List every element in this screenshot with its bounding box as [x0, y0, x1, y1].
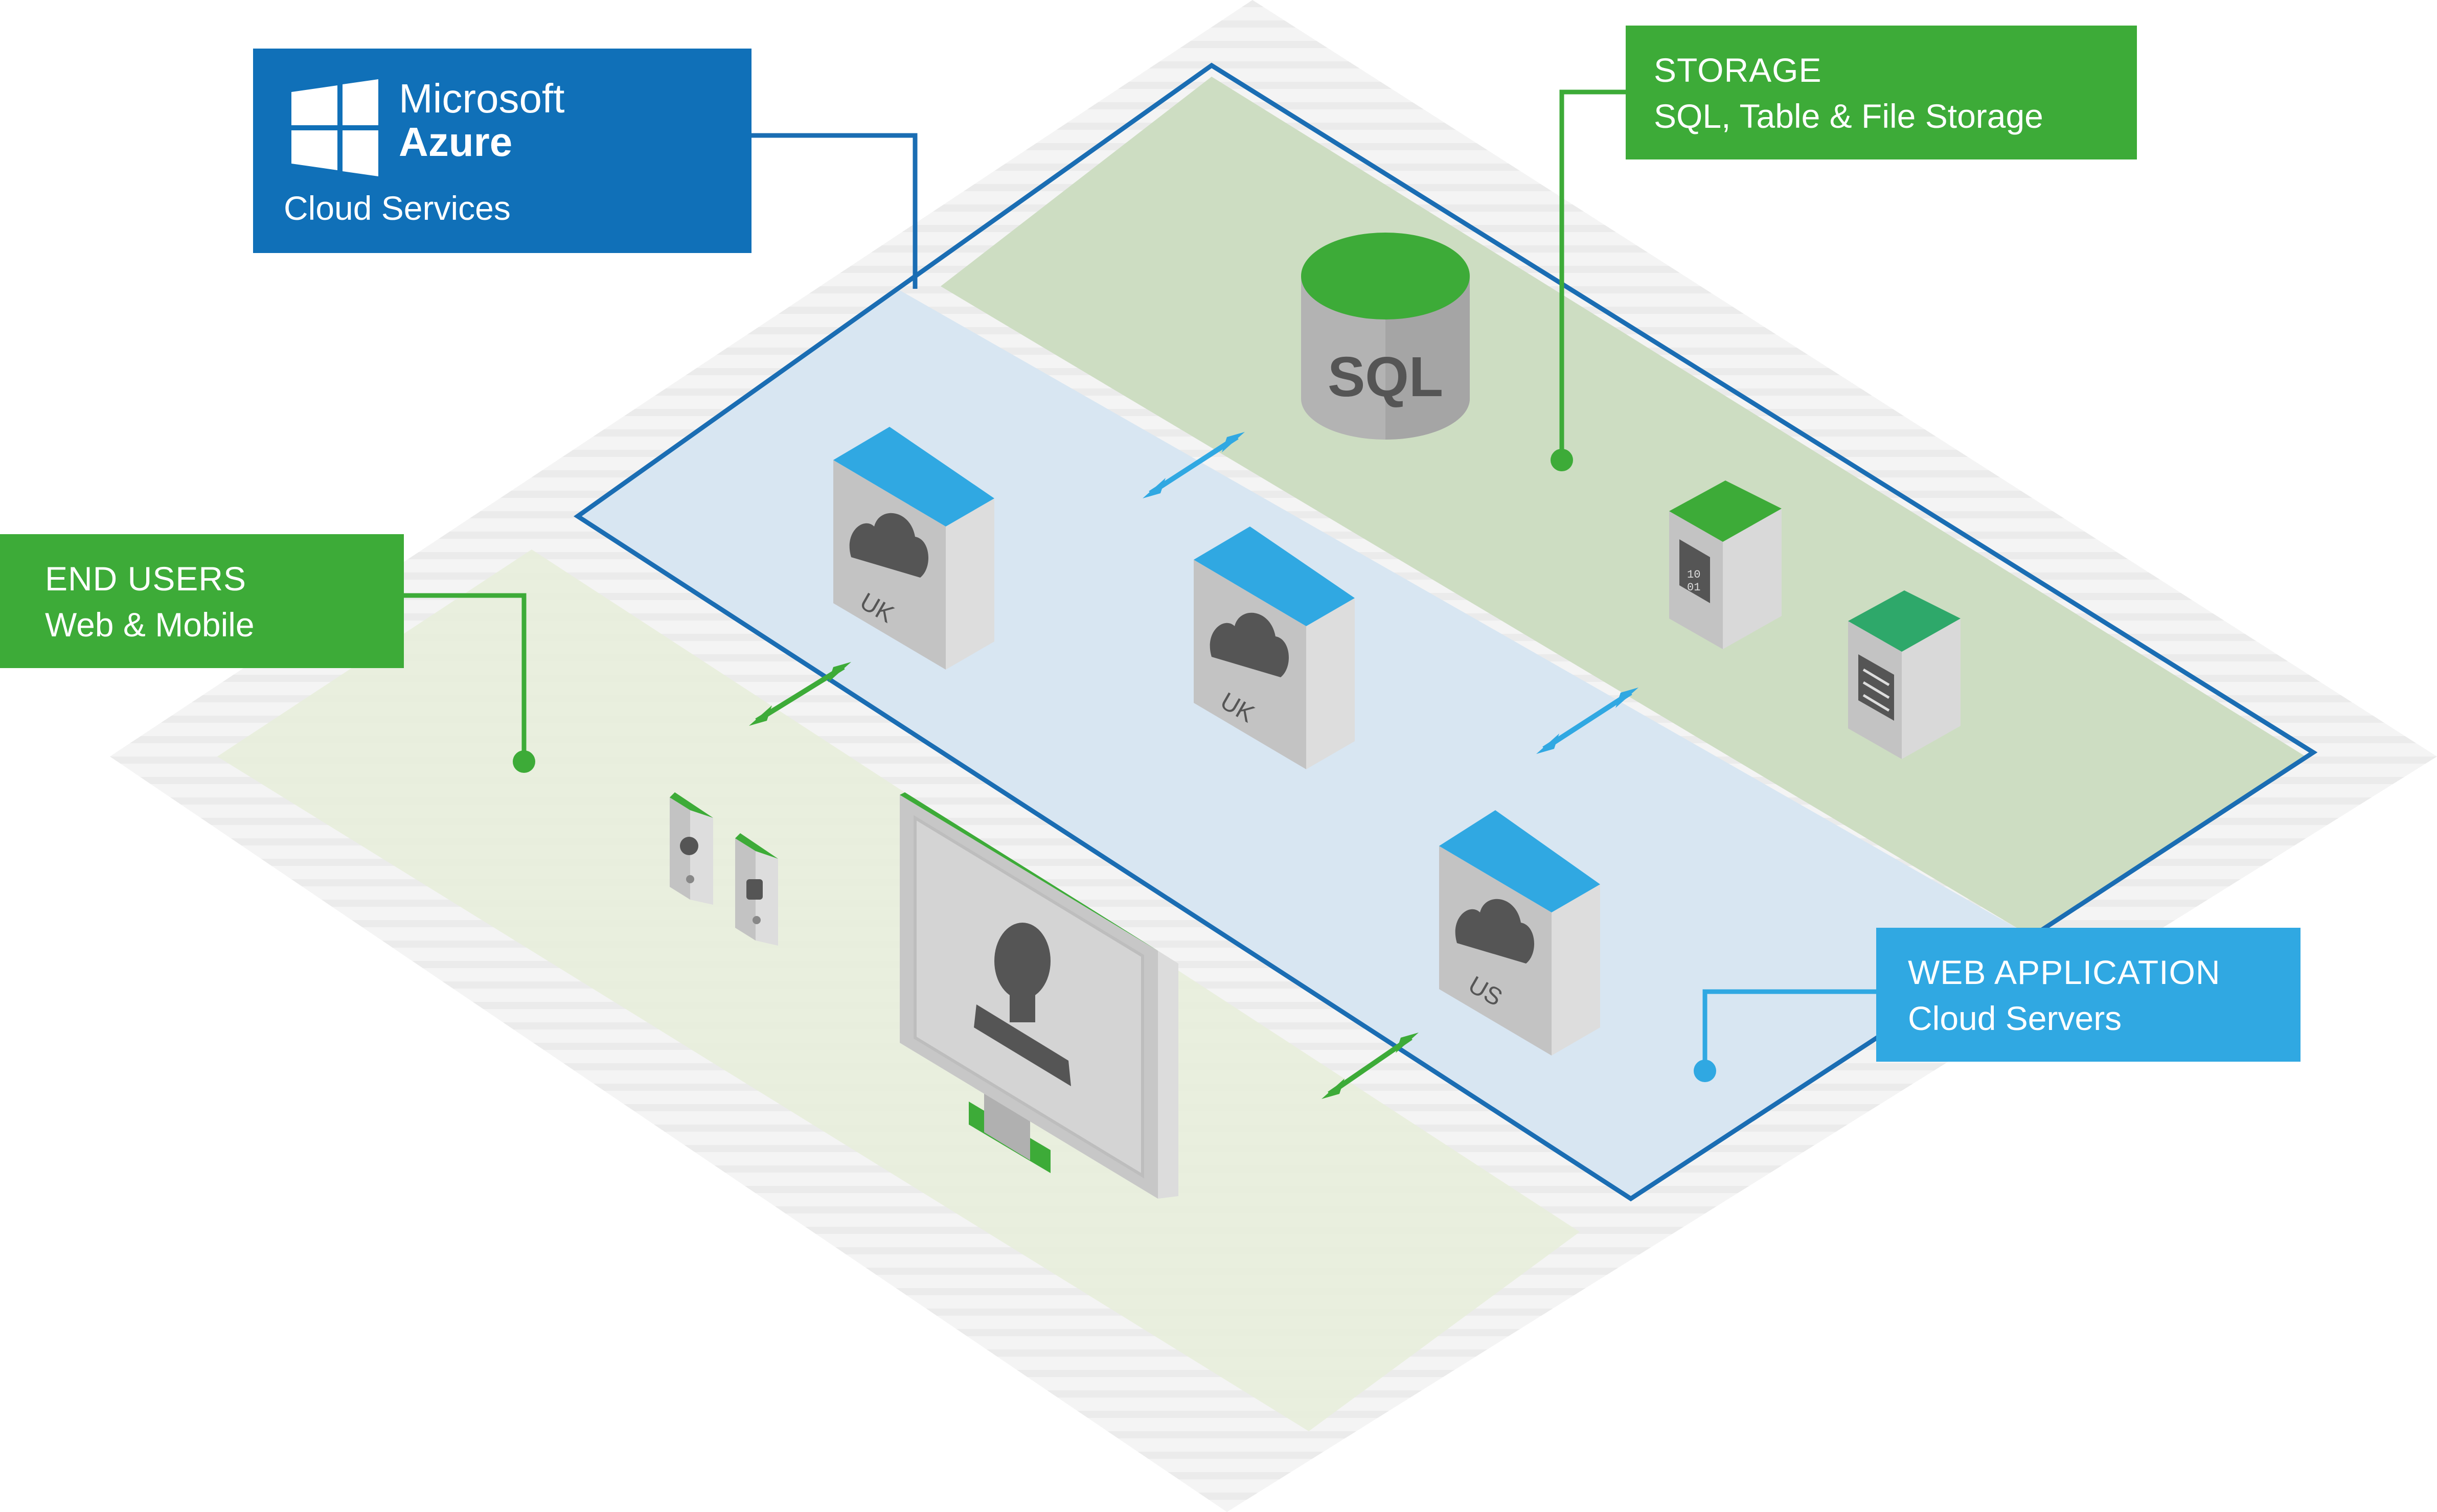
desktop-monitor — [900, 792, 1178, 1199]
end-users-subtitle: Web & Mobile — [45, 606, 255, 644]
cloud-server-us: US — [1439, 810, 1600, 1056]
azure-label: Microsoft Azure Cloud Services — [253, 49, 751, 253]
storage-title: STORAGE — [1654, 51, 1822, 89]
file-storage-box: 10 01 — [1669, 480, 1782, 649]
storage-subtitle: SQL, Table & File Storage — [1654, 97, 2043, 135]
android-icon — [746, 879, 763, 900]
web-app-leader-line — [1702, 989, 1876, 1071]
folder-icon: 10 01 — [1679, 539, 1710, 603]
windows-logo-icon — [291, 79, 378, 176]
cloud-icon — [1210, 612, 1289, 677]
end-users-label: END USERS Web & Mobile — [0, 534, 404, 668]
azure-leader-line — [751, 133, 918, 289]
cloud-services-text: Cloud Services — [284, 189, 511, 227]
storage-leader-dot — [1551, 449, 1573, 471]
cloud-server-uk-1: UK — [833, 427, 994, 670]
web-app-title: WEB APPLICATION — [1908, 953, 2221, 991]
end-users-leader-dot — [513, 750, 535, 773]
svg-text:01: 01 — [1687, 581, 1700, 594]
table-storage-box — [1848, 590, 1961, 759]
sql-label: SQL — [1328, 346, 1443, 408]
end-users-title: END USERS — [45, 560, 246, 598]
web-app-leader-dot — [1694, 1060, 1716, 1082]
azure-text: Azure — [399, 119, 512, 165]
iphone-device — [670, 792, 713, 905]
table-grid-icon — [1858, 654, 1894, 721]
cloud-icon — [1455, 899, 1535, 964]
cloud-icon — [849, 513, 929, 578]
storage-leader-line — [1559, 89, 1626, 460]
arrow-webapp-storage-1 — [1143, 432, 1245, 498]
arrow-webapp-storage-2 — [1536, 688, 1638, 754]
azure-boundary — [573, 62, 2318, 1202]
storage-zone — [941, 77, 2306, 935]
svg-text:10: 10 — [1687, 568, 1700, 581]
microsoft-text: Microsoft — [399, 76, 565, 121]
sql-database: SQL — [1301, 233, 1470, 440]
web-app-label: WEB APPLICATION Cloud Servers — [1876, 928, 2301, 1062]
arrow-users-webapp-2 — [1322, 1033, 1419, 1099]
apple-icon — [680, 837, 698, 855]
end-users-leader-line — [404, 593, 527, 762]
web-app-subtitle: Cloud Servers — [1908, 999, 2122, 1037]
cloud-server-uk-2: UK — [1194, 526, 1355, 769]
end-users-zone — [217, 549, 1580, 1431]
user-silhouette-icon — [974, 923, 1071, 1086]
android-device — [735, 833, 778, 946]
storage-label: STORAGE SQL, Table & File Storage — [1626, 26, 2137, 159]
arrow-users-webapp-1 — [749, 662, 851, 726]
